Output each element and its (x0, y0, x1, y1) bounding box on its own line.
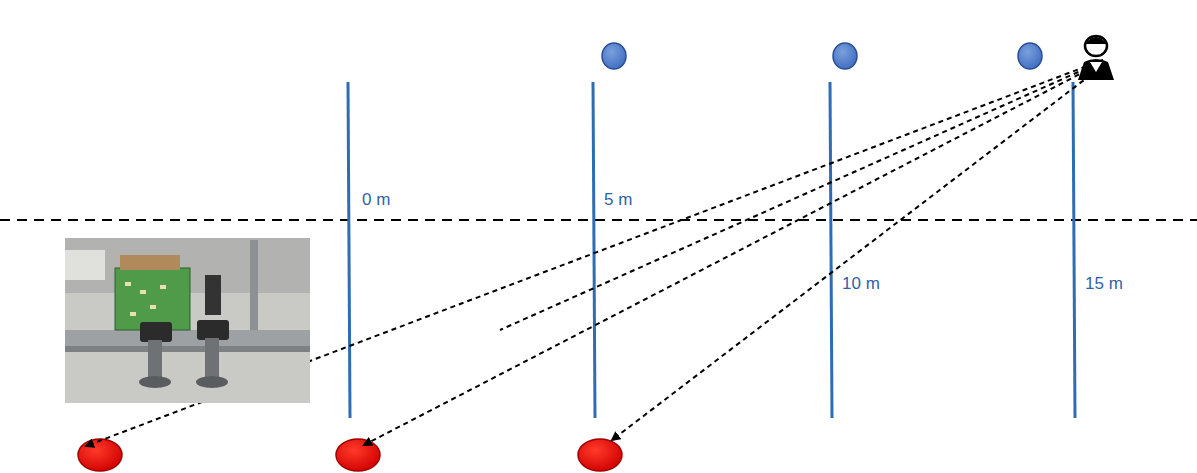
distance-label: 15 m (1083, 274, 1125, 294)
blue-markers (602, 43, 1042, 69)
camera-photo (65, 238, 310, 403)
distance-label: 0 m (360, 190, 392, 210)
red-markers (78, 439, 622, 471)
baseline-dashed (0, 219, 1197, 221)
person-icon (1078, 36, 1114, 80)
distance-label: 10 m (840, 274, 882, 294)
distance-label: 5 m (602, 190, 634, 210)
